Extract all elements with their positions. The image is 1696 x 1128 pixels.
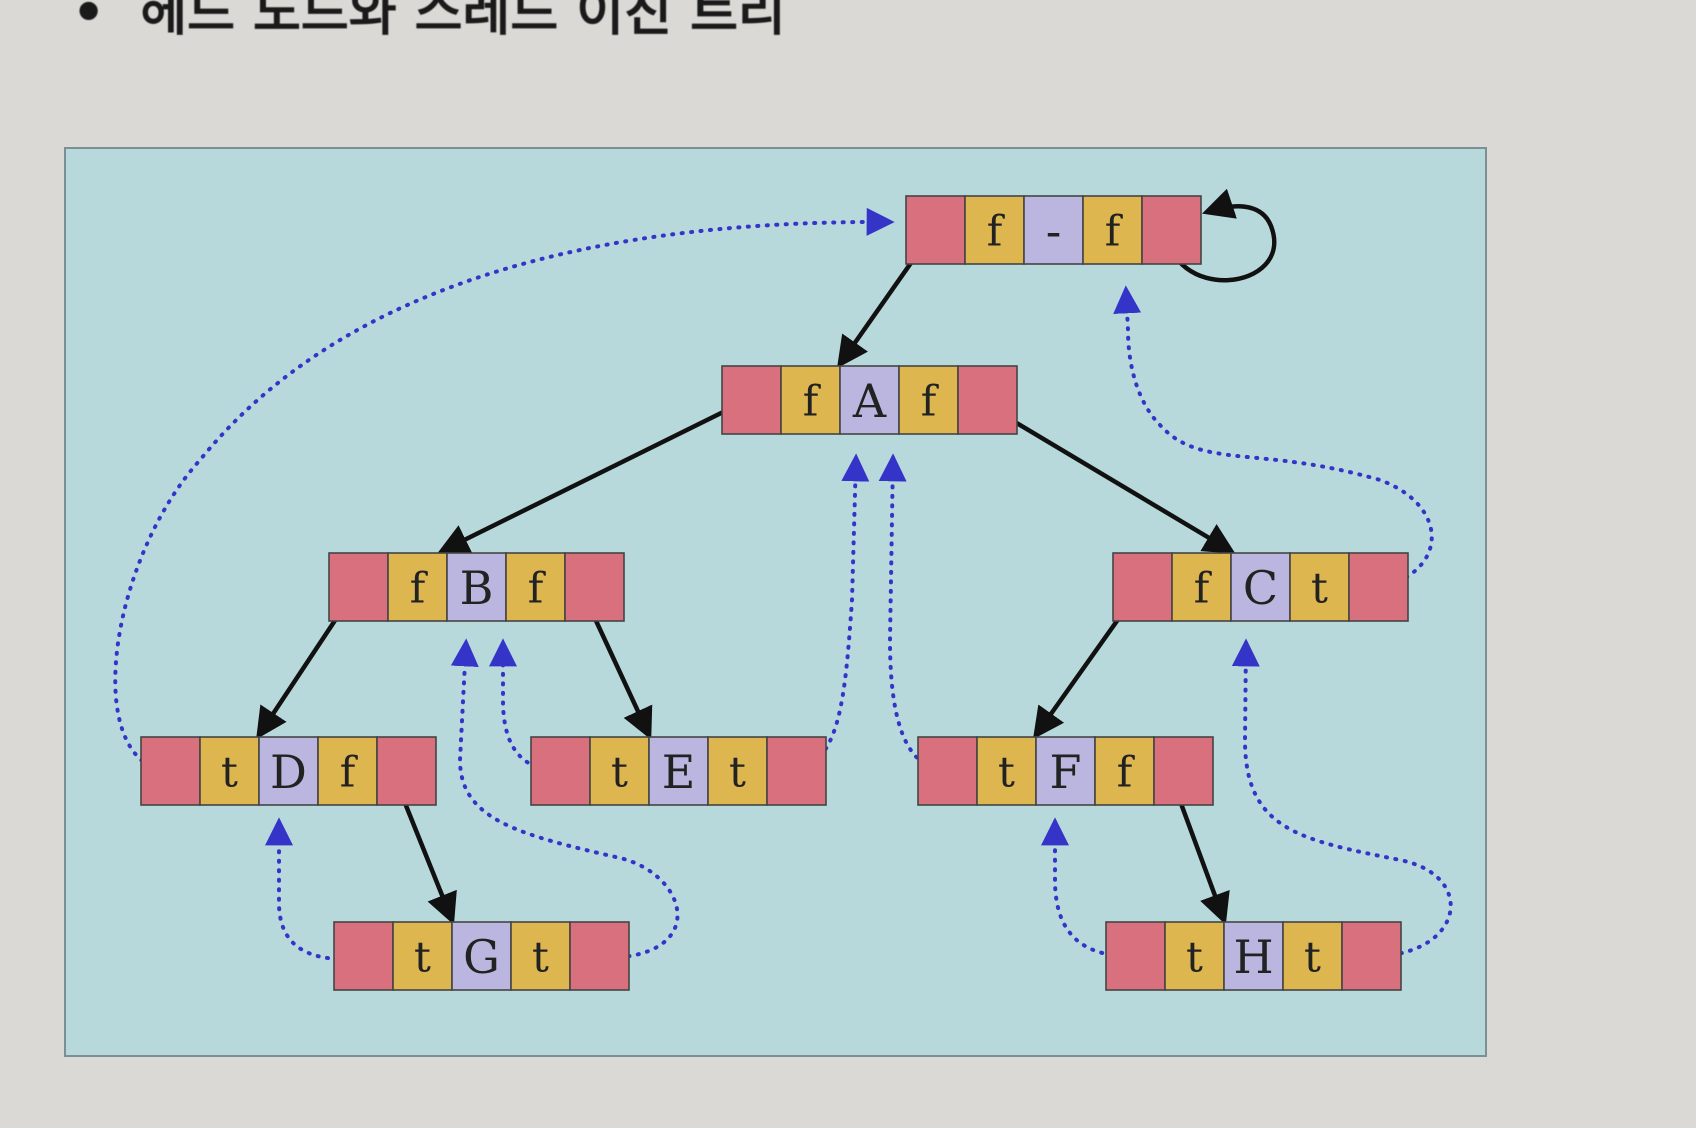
thread-link-c-right <box>1113 285 1434 590</box>
node-head: f-f <box>905 195 1202 265</box>
left-thread-tag-text: t <box>221 748 238 797</box>
left-thread-tag-text: t <box>1186 933 1203 982</box>
right-thread-tag <box>1282 921 1343 991</box>
right-thread-tag-text: t <box>1304 933 1321 982</box>
left-thread-tag-text: f <box>803 377 822 426</box>
data-field-text: H <box>1233 930 1273 984</box>
right-thread-tag <box>707 736 768 806</box>
page-heading: • 헤드 노드와 스레드 이진 트리 <box>72 0 786 45</box>
right-thread-tag-text: t <box>532 933 549 982</box>
thread-link-g-left <box>265 817 368 962</box>
heading-text: 헤드 노드와 스레드 이진 트리 <box>139 0 786 43</box>
right-child-field <box>564 552 625 622</box>
right-thread-tag-text: f <box>1117 748 1136 797</box>
left-thread-tag <box>392 921 453 991</box>
right-child-field <box>376 736 437 806</box>
data-field-text: F <box>1050 745 1082 799</box>
thread-link-e-right <box>794 453 870 773</box>
right-thread-tag <box>505 552 566 622</box>
data-field-text: E <box>662 745 696 799</box>
data-field-text: B <box>460 561 494 615</box>
thread-link-g-right <box>450 638 680 961</box>
right-thread-tag-text: f <box>340 748 359 797</box>
data-field <box>839 365 900 435</box>
right-thread-tag-text: f <box>1105 207 1124 256</box>
data-field-text: C <box>1243 561 1278 615</box>
left-child-field <box>328 552 389 622</box>
left-thread-tag <box>1171 552 1232 622</box>
data-field-text: - <box>1046 204 1062 258</box>
left-child-field <box>917 736 978 806</box>
data-field-text: D <box>270 745 307 799</box>
data-field-text: G <box>463 930 500 984</box>
right-thread-tag <box>317 736 378 806</box>
right-thread-tag-text: t <box>729 748 746 797</box>
right-thread-tag-text: t <box>1311 564 1328 613</box>
right-thread-tag-text: f <box>528 564 547 613</box>
thread-link-e-left <box>489 638 566 774</box>
right-thread-tag <box>1094 736 1155 806</box>
right-child-field <box>1141 195 1202 265</box>
data-field <box>1230 552 1291 622</box>
thread-link-f-left <box>878 453 953 774</box>
left-thread-tag-text: t <box>998 748 1015 797</box>
left-thread-tag <box>780 365 841 435</box>
left-child-field <box>905 195 966 265</box>
left-thread-tag <box>199 736 260 806</box>
left-child-field <box>333 921 394 991</box>
left-child-field <box>530 736 591 806</box>
data-field <box>1035 736 1096 806</box>
right-child-field <box>1153 736 1214 806</box>
left-child-field <box>1105 921 1166 991</box>
left-child-field <box>1112 552 1173 622</box>
child-link-head-right <box>1163 188 1277 283</box>
left-thread-tag <box>1164 921 1225 991</box>
right-child-field <box>957 365 1018 435</box>
heading-bullet: • <box>72 0 106 43</box>
left-child-field <box>140 736 201 806</box>
data-field <box>1023 195 1084 265</box>
right-thread-tag <box>898 365 959 435</box>
data-field <box>451 921 512 991</box>
thread-link-h-right <box>1231 638 1453 958</box>
left-thread-tag-text: t <box>414 933 431 982</box>
right-child-field <box>766 736 827 806</box>
right-thread-tag <box>1289 552 1350 622</box>
right-child-field <box>1348 552 1409 622</box>
left-thread-tag-text: f <box>410 564 429 613</box>
right-thread-tag-text: f <box>921 377 940 426</box>
child-link-a-left <box>437 395 753 554</box>
left-thread-tag <box>387 552 448 622</box>
thread-link-d-left <box>113 207 895 774</box>
data-field <box>258 736 319 806</box>
left-thread-tag-text: t <box>611 748 628 797</box>
right-child-field <box>1341 921 1402 991</box>
left-child-field <box>721 365 782 435</box>
left-thread-tag-text: f <box>987 207 1006 256</box>
left-thread-tag-text: f <box>1194 564 1213 613</box>
left-thread-tag <box>976 736 1037 806</box>
right-child-field <box>569 921 630 991</box>
data-field-text: A <box>852 374 887 428</box>
